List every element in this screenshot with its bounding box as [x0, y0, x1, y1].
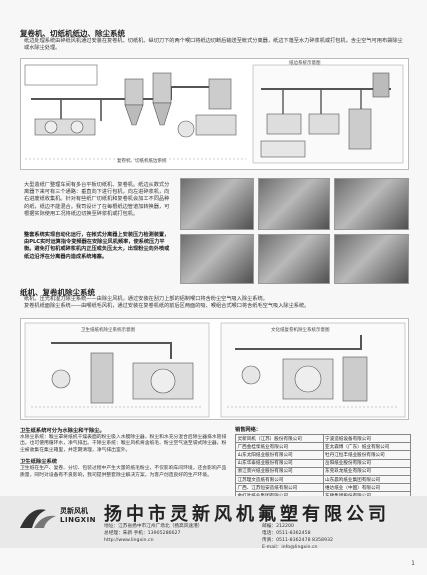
baler [348, 108, 372, 150]
bag-filter [342, 356, 368, 402]
sales-cell: 浙江景兴纸业股份有限公司 [235, 466, 324, 476]
contact: 总经理：朱新 手机：13905286627 [104, 531, 181, 536]
section1-paragraph: 纸边处理系统由碎纸风机通过安装在复卷机、切纸机、纵切刀下的两个喉口将纸边切断后输… [24, 38, 403, 52]
cyclone-separator-2 [152, 72, 172, 126]
fan-icon [241, 365, 261, 385]
sales-cell: 广西金桂浆纸业有限公司 [235, 442, 324, 452]
website-link[interactable]: http://www.lingxin.cn [104, 538, 154, 543]
cyclone-separator-1 [124, 78, 144, 126]
sales-row: 山东华泰纸业股份有限公司岳阳纸业股份有限公司 [235, 458, 411, 468]
page-number: 1 [411, 560, 415, 567]
telephone: 电话：0511-8362458 [262, 531, 311, 536]
address: 地址：江苏省扬中市江州广场北（扬高风速港） [104, 524, 203, 529]
tissue-dust-text: 卫生纸系统可分为水除尘和干除尘。 水除尘系统：喉尘罩将纸机干燥表面的粉尘吸入水膜… [20, 426, 230, 482]
factory-photo-1 [180, 178, 254, 230]
pulper [260, 140, 306, 158]
sales-row: 灵新风机（江苏）股份有限公司宁波造纸设备有限公司 [235, 433, 411, 444]
sales-row: 浙江景兴纸业股份有限公司东莞玖龙纸业有限公司 [235, 466, 411, 476]
section2-title: 纸机、复卷机除尘系统 [20, 288, 95, 297]
fax: 传真：0511-8362478 8358932 [262, 538, 333, 543]
sales-row: 江苏理文造纸有限公司山东晨鸣纸业集团有限公司 [235, 474, 411, 485]
sales-cell: 牡丹江恒丰纸业股份有限公司 [322, 450, 411, 460]
sales-network: 销售网络： 灵新风机（江苏）股份有限公司宁波造纸设备有限公司广西金桂浆纸业有限公… [235, 426, 411, 509]
logo-en: LINGXIN [60, 516, 97, 524]
factory-photo-5 [258, 234, 330, 284]
duct-branch [60, 99, 102, 121]
sales-title: 销售网络： [235, 427, 261, 433]
sales-cell: 山东华泰纸业股份有限公司 [235, 458, 324, 468]
dust-removal-schematic [24, 322, 406, 418]
section2-line2: 复卷机纸面除尘系统——由喉纸毛风机，通过安装在复卷机纸的前后区两面的吸、喉组合式… [24, 303, 310, 310]
block2-text: 卫生纸在生产、复卷、分切、包装过程中产生大量的纸毛粉尘，不仅影响车间环境，还会影… [20, 466, 227, 478]
paper-edge-system-diagram: 复卷机、切纸机纸边系统 纸边系统示意图 [20, 58, 409, 170]
fan-icon [51, 369, 71, 389]
factory-photo-2 [258, 178, 330, 230]
sales-row: 广西、江苏恒安造纸有限公司维达纸业（中国）有限公司 [235, 483, 411, 493]
figure2-caption-right: 文化纸复卷机除尘系统示意图 [271, 328, 330, 333]
lingxin-logo-icon [20, 509, 56, 528]
rewinder-machine [34, 118, 96, 136]
footer-address: 地址：江苏省扬中市江州广场北（扬高风速港） 总经理：朱新 手机：13905286… [104, 523, 202, 544]
roller [70, 120, 84, 134]
factory-photo-6 [334, 234, 409, 284]
section2-line1: 纸机、压光机湿刀除尘系统——由除尘风机，通过安装在刮刀上部的铝制喉口将含粉尘空气… [24, 296, 268, 302]
logo-cn: 灵新风机 [60, 507, 88, 515]
sales-cell: 山东晨鸣纸业集团有限公司 [322, 474, 411, 485]
sales-row: 山东太阳纸业股份有限公司牡丹江恒丰纸业股份有限公司 [235, 450, 411, 460]
section1-text2: 大型造纸厂整理车间有多台平板切纸机、复卷机。纸边从数式分离器下来可有三个通路：垂… [24, 182, 170, 217]
company-name: 扬中市灵新风机氟塑有限公司 [104, 504, 390, 525]
figure2-caption-left: 卫生纸纸机除尘系统示意图 [81, 328, 135, 333]
roller [294, 365, 322, 393]
sales-cell: 灵新风机（江苏）股份有限公司 [235, 433, 324, 444]
legend-box [24, 64, 98, 86]
block2-title: 卫生纸除尘系统 [20, 459, 58, 466]
postcode: 邮编：212200 [262, 524, 294, 529]
email-link[interactable]: E-mail：info@lingxin.cn [262, 545, 318, 550]
sales-row: 广西金桂浆纸业有限公司亚太森博（广东）纸业有限公司 [235, 442, 411, 452]
fan-icon [177, 120, 195, 138]
section2-paragraph: 纸机、压光机湿刀除尘系统——由除尘风机，通过安装在刮刀上部的铝制喉口将含粉尘空气… [24, 296, 409, 310]
section1-bold-text: 整套系统实现自动化运行，在帐式分离器上安装压力检测装置，由PLC实时运算指令变频… [24, 232, 170, 260]
paper-edge-schematic [24, 64, 404, 164]
separator-3 [195, 78, 237, 136]
roller [44, 120, 58, 134]
sales-cell: 宁波造纸设备有限公司 [322, 433, 411, 444]
cutter-machine [266, 113, 302, 135]
sales-cell: 岳阳纸业股份有限公司 [322, 458, 411, 468]
factory-photo-3 [334, 178, 409, 230]
separator-right [372, 72, 390, 98]
section1-title: 复卷机、切纸机纸边、除尘系统 [20, 29, 125, 38]
sales-cell: 亚太森博（广东）纸业有限公司 [322, 442, 411, 452]
sales-cell: 维达纸业（中国）有限公司 [322, 483, 411, 493]
cutter-machine [308, 113, 340, 135]
footer-contacts: 邮编：212200 电话：0511-8362458 传真：0511-836247… [262, 523, 333, 551]
figure1-caption-right: 纸边系统示意图 [289, 61, 321, 66]
block1-text: 水除尘系统：喉尘罩将纸机干燥表面的粉尘吸入水膜除尘器，粉尘和水充分混合后除尘器排… [20, 435, 227, 453]
figure1-caption-left: 复卷机、切纸机纸边系统 [117, 159, 167, 164]
dryer-cylinder [150, 368, 176, 394]
water-scrubber [90, 352, 114, 404]
footer: 灵新风机 LINGXIN 扬中市灵新风机氟塑有限公司 地址：江苏省扬中市江州广场… [0, 496, 427, 551]
dust-removal-diagram: 卫生纸纸机除尘系统示意图 文化纸复卷机除尘系统示意图 [20, 318, 409, 420]
sales-cell: 江苏理文造纸有限公司 [235, 474, 324, 485]
sales-cell: 东莞玖龙纸业有限公司 [322, 466, 411, 476]
sales-cell: 广西、江苏恒安造纸有限公司 [235, 483, 324, 493]
sales-cell: 山东太阳纸业股份有限公司 [235, 450, 324, 460]
block1-title: 卫生纸系统可分为水除尘和干除尘。 [20, 428, 105, 434]
sales-table: 灵新风机（江苏）股份有限公司宁波造纸设备有限公司广西金桂浆纸业有限公司亚太森博（… [235, 433, 411, 509]
factory-photo-4 [180, 234, 254, 284]
